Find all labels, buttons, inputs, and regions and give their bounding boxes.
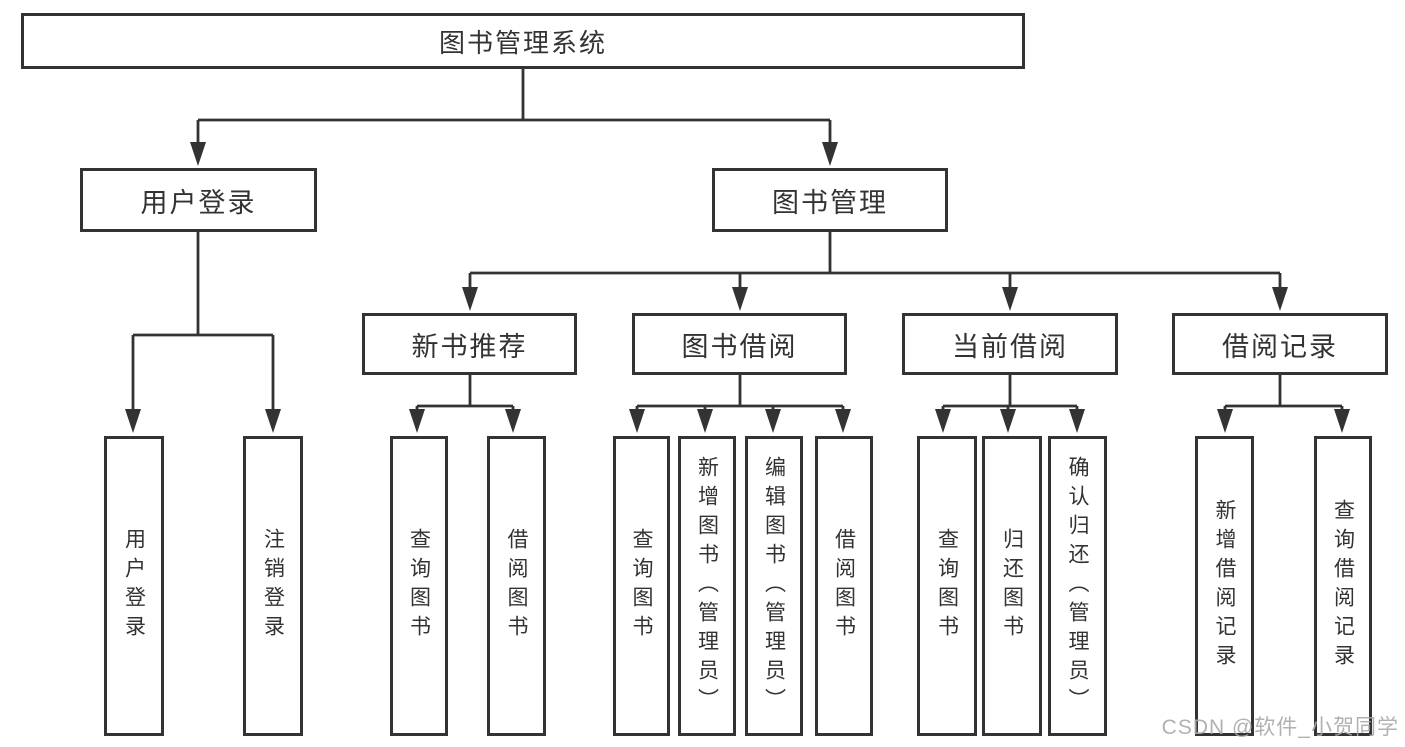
leaf-query-books-recommend: 查询图书	[390, 436, 448, 736]
leaf-add-books-admin: 新增图书（管理员）	[678, 436, 736, 736]
leaf-query-books-current: 查询图书	[917, 436, 977, 736]
leaf-user-login: 用户登录	[104, 436, 164, 736]
node-new-book-recommend: 新书推荐	[362, 313, 577, 375]
node-book-management: 图书管理	[712, 168, 948, 232]
node-borrow-records: 借阅记录	[1172, 313, 1388, 375]
leaf-logout: 注销登录	[243, 436, 303, 736]
leaf-return-books: 归还图书	[982, 436, 1042, 736]
watermark: CSDN @软件_小贺同学	[1161, 716, 1399, 739]
node-book-borrow: 图书借阅	[632, 313, 847, 375]
leaf-edit-books-admin: 编辑图书（管理员）	[745, 436, 803, 736]
leaf-confirm-return-admin: 确认归还（管理员）	[1048, 436, 1107, 736]
node-user-login: 用户登录	[80, 168, 317, 232]
leaf-borrow-books-recommend: 借阅图书	[487, 436, 546, 736]
node-root: 图书管理系统	[21, 13, 1025, 69]
arrowheads	[125, 142, 1350, 433]
node-current-borrow: 当前借阅	[902, 313, 1118, 375]
leaf-add-borrow-record: 新增借阅记录	[1195, 436, 1254, 736]
leaf-borrow-books: 借阅图书	[815, 436, 873, 736]
leaf-query-borrow-record: 查询借阅记录	[1314, 436, 1372, 736]
leaf-query-books-borrow: 查询图书	[613, 436, 670, 736]
